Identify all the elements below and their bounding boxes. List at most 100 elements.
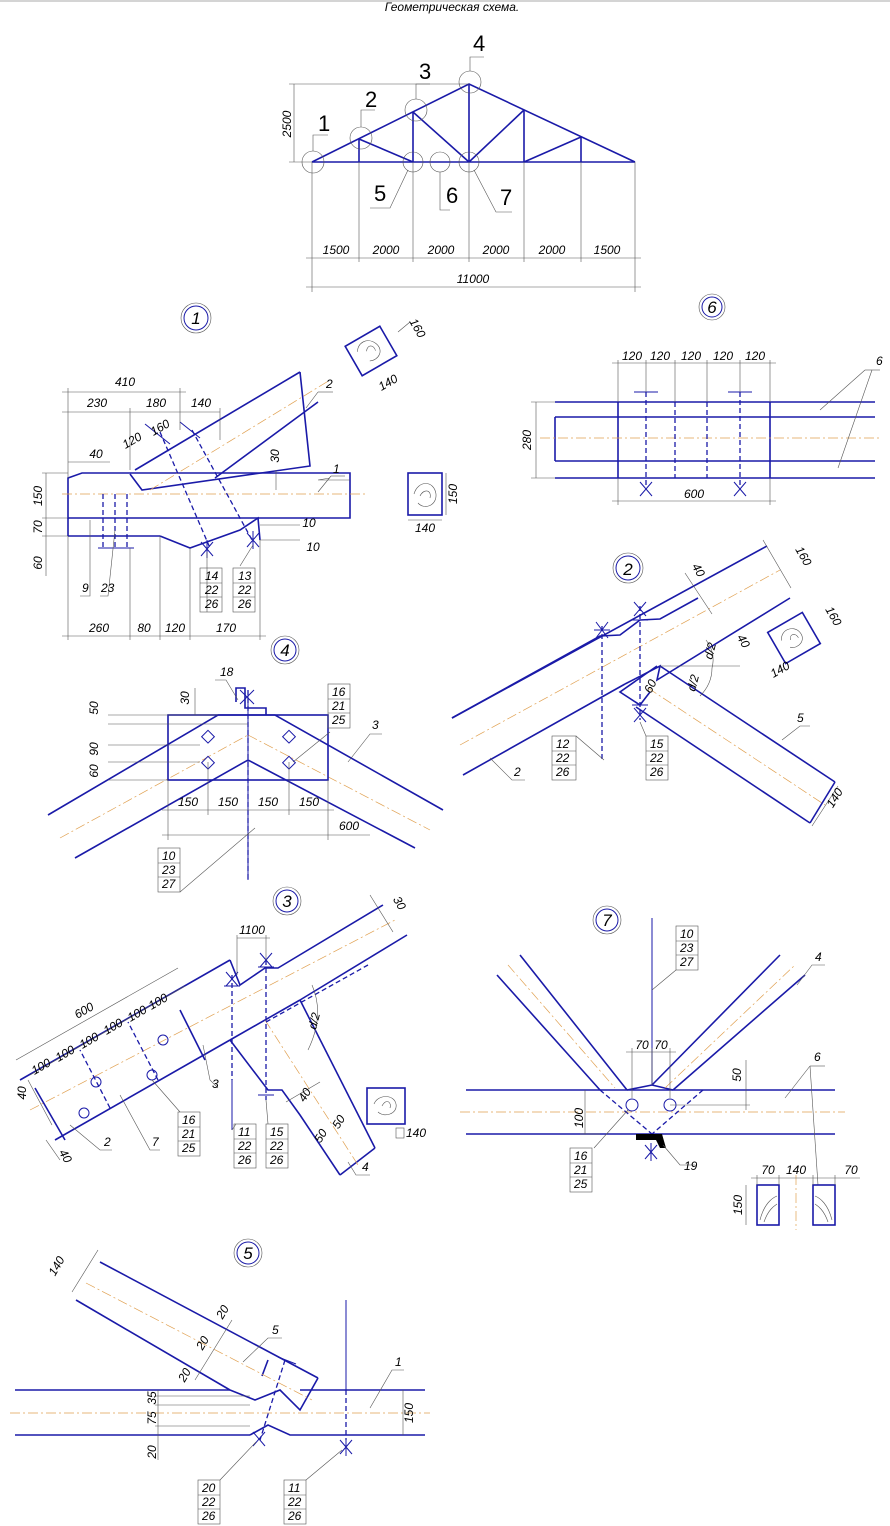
n6-dim-120-5: 120: [745, 349, 765, 363]
truss-brace: [358, 138, 414, 163]
n4-dim-90: 90: [87, 742, 101, 756]
n4-dim-600: 600: [339, 819, 359, 833]
n1-dim-40: 40: [89, 447, 103, 461]
page-title: Геометрическая схема.: [385, 0, 520, 14]
truss-brace: [412, 111, 470, 163]
n7-stackB-2: 21: [573, 1163, 587, 1177]
n3-dim-40a: 40: [15, 1086, 29, 1100]
n1-dim-230: 230: [86, 396, 107, 410]
node-7-title: 7: [602, 911, 612, 930]
n3-stackA-3: 25: [181, 1141, 196, 1155]
n1-dim-80: 80: [137, 621, 151, 635]
n5-dim-140: 140: [45, 1254, 67, 1279]
n3-stackC-2: 22: [269, 1139, 284, 1153]
node-3-detail: 3 1100 30 600: [15, 886, 426, 1176]
n6-dim-120-2: 120: [650, 349, 670, 363]
n2-dim-40b: 40: [734, 632, 753, 651]
n1-stackB-1: 13: [238, 569, 252, 583]
n5-mark-1: 1: [395, 1355, 402, 1369]
geometric-scheme: 1 2 3 4 5 6 7 2500 1500 2000 2000 2000 2…: [280, 31, 641, 292]
n7-mark-4: 4: [815, 950, 822, 964]
n3-pitch-1: 100: [29, 1055, 54, 1077]
node-label-6: 6: [446, 183, 458, 208]
n1-mark-9: 9: [82, 581, 89, 595]
n6-dim-120-3: 120: [681, 349, 701, 363]
truss-brace: [468, 109, 525, 163]
n1-dim-150: 150: [31, 486, 45, 506]
node-4-detail: 4 50 90 60 30 150 150 150 150 600: [47, 635, 444, 893]
n6-dim-600: 600: [684, 487, 704, 501]
n5-stackA-2: 22: [201, 1495, 216, 1509]
n5-dim-20d: 20: [145, 1445, 159, 1460]
n3-pitch-2: 100: [53, 1042, 78, 1064]
span-dim-6: 1500: [594, 243, 621, 257]
n1-sec2-140: 140: [415, 521, 435, 535]
n1-stackB-2: 22: [237, 583, 252, 597]
n1-dim-180: 180: [146, 396, 166, 410]
n6-dim-120-1: 120: [622, 349, 642, 363]
n4-stackA-1: 16: [332, 685, 346, 699]
node-label-2: 2: [365, 87, 377, 112]
n2-stackB-2: 22: [649, 751, 664, 765]
n5-stackA-3: 26: [201, 1509, 216, 1523]
n3-sec-140: 140: [406, 1126, 426, 1140]
n1-dim-30: 30: [268, 449, 282, 463]
n1-stackA-2: 22: [204, 583, 219, 597]
n7-sec-70a: 70: [761, 1163, 775, 1177]
n7-stackB-3: 25: [573, 1177, 588, 1191]
bottom-chord: [67, 472, 351, 519]
n3-stackA-1: 16: [182, 1113, 196, 1127]
n5-dim-35: 35: [145, 1391, 159, 1405]
n7-sec-140: 140: [786, 1163, 806, 1177]
n2-dd2: d/2: [684, 673, 702, 693]
n3-stackC-1: 15: [270, 1125, 284, 1139]
node-6-detail: 6 120 120 120 120 120 280: [520, 293, 883, 505]
n5-dim-150: 150: [402, 1403, 416, 1423]
n3-stackB-1: 11: [238, 1125, 250, 1139]
n1-dim-60: 60: [31, 556, 45, 570]
n3-stackA-2: 21: [181, 1127, 195, 1141]
node-5-title: 5: [243, 1244, 253, 1263]
n2-stackA-1: 12: [556, 737, 570, 751]
n4-mark-3: 3: [372, 718, 379, 732]
n7-stackA-2: 23: [679, 941, 694, 955]
n1-dim-10b: 10: [306, 540, 320, 554]
n1-mark-1: 1: [333, 462, 340, 476]
n3-section: 140: [366, 1087, 426, 1140]
node-6-title: 6: [707, 298, 717, 317]
n1-dim-10a: 10: [302, 516, 316, 530]
node-5-detail: 5 140 20 20 20 35 75 20 150 5: [10, 1238, 430, 1525]
n1-dim-170: 170: [216, 621, 236, 635]
n6-dim-120-4: 120: [713, 349, 733, 363]
node-label-4: 4: [473, 31, 485, 56]
n7-stackA-3: 27: [679, 955, 695, 969]
n7-dim-100: 100: [572, 1108, 586, 1128]
n7-stackA-1: 10: [680, 927, 694, 941]
n5-mark-5: 5: [272, 1323, 279, 1337]
n2-mark-2: 2: [513, 765, 521, 779]
n2-dim-60: 60: [641, 677, 659, 695]
n4-stackB-3: 27: [161, 877, 177, 891]
n2-dim-140b: 140: [823, 785, 846, 810]
node-3-title: 3: [282, 892, 292, 911]
n1-dim-120b: 120: [165, 621, 185, 635]
n1-stackA-3: 26: [204, 597, 219, 611]
n3-mark-4: 4: [362, 1160, 369, 1174]
n1-sec1-160: 160: [406, 316, 428, 341]
n4-dim-30: 30: [178, 691, 192, 705]
n1-dim-260: 260: [88, 621, 109, 635]
n3-stackB-2: 22: [237, 1139, 252, 1153]
n7-dim-70a: 70: [635, 1038, 649, 1052]
n6-mark-6: 6: [876, 354, 883, 368]
n4-stackA-3: 25: [331, 713, 346, 727]
n7-mark-6: 6: [814, 1050, 821, 1064]
n2-stackA-2: 22: [555, 751, 570, 765]
n4-dim-150-4: 150: [299, 795, 319, 809]
n2-dim-40a: 40: [689, 561, 708, 580]
n1-stackA-1: 14: [205, 569, 219, 583]
n3-dim-30: 30: [390, 894, 409, 913]
n2-dim-160a: 160: [792, 544, 814, 569]
n4-mark-18: 18: [220, 665, 234, 679]
span-dim-3: 2000: [427, 243, 455, 257]
n5-dim-20c: 20: [175, 1365, 194, 1385]
